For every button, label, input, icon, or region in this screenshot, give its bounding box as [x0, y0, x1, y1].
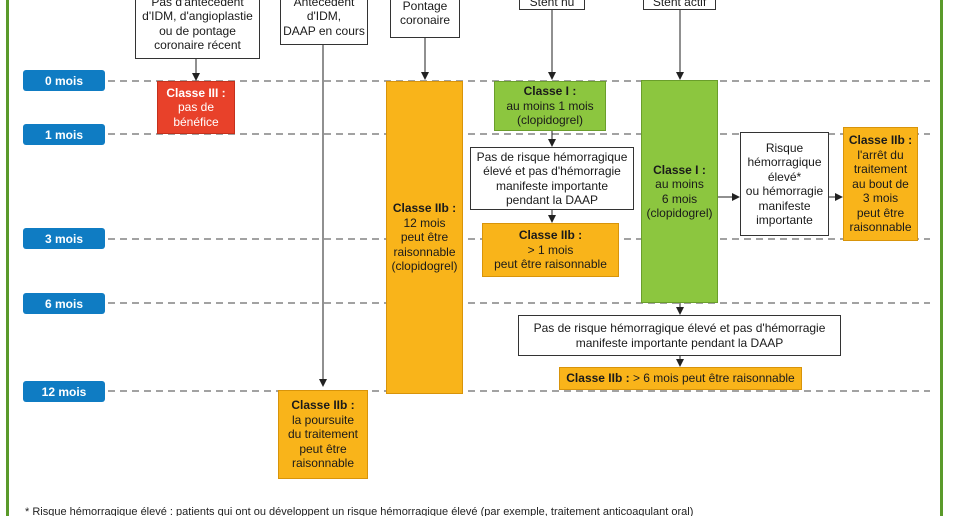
- timeline-12-mois: 12 mois: [23, 381, 105, 402]
- node-classe-label: Classe III :: [166, 85, 226, 100]
- node-line: Risque: [765, 140, 804, 155]
- node-classe1-stent-actif: Classe I : au moins 6 mois (clopidogrel): [641, 80, 718, 303]
- node-pontage-classe2b-12mois: Classe IIb : 12 mois peut être raisonnab…: [386, 81, 463, 394]
- node-line: > 1 mois: [527, 242, 574, 257]
- node-line: élevé*: [767, 169, 802, 184]
- node-line: l'arrêt du: [857, 147, 904, 162]
- node-classe2b-1mois: Classe IIb : > 1 mois peut être raisonna…: [482, 223, 619, 277]
- box-pas-antecedent-line: coronaire récent: [154, 38, 241, 52]
- node-line: au moins 1 mois: [506, 98, 594, 113]
- timeline-1-mois: 1 mois: [23, 124, 105, 145]
- node-line: peut être: [856, 205, 905, 220]
- node-classe-label: Classe IIb :: [566, 371, 630, 386]
- node-line: raisonnable: [849, 220, 912, 235]
- node-line: au bout de: [852, 176, 909, 191]
- node-line: Pas de risque hémorragique élevé et pas …: [533, 321, 826, 335]
- box-pas-antecedent: Pas d'antécédent d'IDM, d'angioplastie o…: [135, 0, 260, 59]
- node-line: > 6 mois peut être raisonnable: [629, 371, 795, 386]
- node-pas-risque-2: Pas de risque hémorragique élevé et pas …: [518, 315, 841, 356]
- node-line: 12 mois: [403, 215, 446, 230]
- box-stent-nu-label: Stent nu: [529, 0, 575, 9]
- node-line: élevé et pas d'hémorragie: [483, 164, 621, 178]
- node-arret-traitement: Classe IIb : l'arrêt du traitement au bo…: [843, 127, 918, 241]
- node-line: (clopidogrel): [391, 259, 458, 274]
- box-pas-antecedent-line: Pas d'antécédent: [151, 0, 244, 9]
- node-line: bénéfice: [173, 114, 219, 129]
- timeline-3-mois: 3 mois: [23, 228, 105, 249]
- node-line: peut être raisonnable: [494, 257, 607, 272]
- node-line: manifeste importante: [495, 178, 609, 193]
- node-poursuite-traitement: Classe IIb : la poursuite du traitement …: [278, 390, 368, 479]
- node-line: ou hémorragie: [745, 184, 824, 198]
- box-antecedent-daap-line: DAAP en cours: [283, 23, 365, 38]
- node-risque-eleve: Risque hémorragique élevé* ou hémorragie…: [740, 132, 829, 236]
- box-stent-actif: Stent actif: [643, 0, 716, 10]
- node-line: au moins: [655, 177, 704, 191]
- node-line: 3 mois: [862, 191, 899, 206]
- node-line: raisonnable: [291, 456, 355, 471]
- node-classe-label: Classe IIb :: [392, 201, 457, 216]
- node-line: (clopidogrel): [516, 113, 584, 128]
- node-classe3-pas-benefice: Classe III : pas de bénéfice: [157, 81, 235, 134]
- node-line: du traitement: [287, 427, 359, 442]
- node-line: peut être: [299, 441, 347, 456]
- node-classe-label: Classe I :: [653, 162, 706, 177]
- node-line: manifeste importante pendant la DAAP: [575, 335, 784, 350]
- box-pontage-line: Pontage: [402, 0, 448, 13]
- node-classe-label: Classe IIb :: [291, 398, 355, 413]
- box-antecedent-daap-line: d'IDM,: [306, 9, 342, 24]
- timeline-0-mois: 0 mois: [23, 70, 105, 91]
- timeline-6-mois: 6 mois: [23, 293, 105, 314]
- node-line: pendant la DAAP: [505, 193, 599, 207]
- node-classe-label: Classe IIb :: [518, 228, 583, 243]
- footnote: * Risque hémorragique élevé : patients q…: [25, 506, 694, 516]
- node-classe-label: Classe IIb :: [848, 133, 913, 148]
- node-classe1-stent-nu: Classe I : au moins 1 mois (clopidogrel): [494, 81, 606, 131]
- green-frame: [6, 0, 943, 516]
- box-stent-actif-label: Stent actif: [652, 0, 707, 9]
- node-line: hémorragique: [747, 155, 822, 169]
- node-pas-risque-1: Pas de risque hémorragique élevé et pas …: [470, 147, 634, 210]
- node-classe-label: Classe I :: [523, 84, 577, 99]
- node-line: traitement: [853, 162, 908, 177]
- node-line: manifeste: [758, 198, 811, 213]
- box-pas-antecedent-line: d'IDM, d'angioplastie: [142, 9, 253, 23]
- node-line: Pas de risque hémorragique: [476, 149, 628, 164]
- node-line: importante: [756, 213, 813, 227]
- node-line: (clopidogrel): [646, 206, 713, 220]
- node-line: pas de: [177, 100, 215, 115]
- node-line: peut être: [400, 230, 449, 245]
- box-antecedent-daap: Antécédent d'IDM, DAAP en cours: [280, 0, 368, 45]
- node-classe2b-6mois: Classe IIb : > 6 mois peut être raisonna…: [559, 367, 802, 390]
- box-pontage-coronaire: Pontage coronaire: [390, 0, 460, 38]
- box-pas-antecedent-line: ou de pontage: [159, 23, 236, 38]
- box-stent-nu: Stent nu: [519, 0, 585, 10]
- node-line: la poursuite: [291, 412, 355, 427]
- node-line: 6 mois: [661, 191, 698, 206]
- box-antecedent-daap-line: Antécédent: [293, 0, 355, 9]
- box-pontage-line: coronaire: [399, 13, 451, 27]
- node-line: raisonnable: [393, 244, 456, 259]
